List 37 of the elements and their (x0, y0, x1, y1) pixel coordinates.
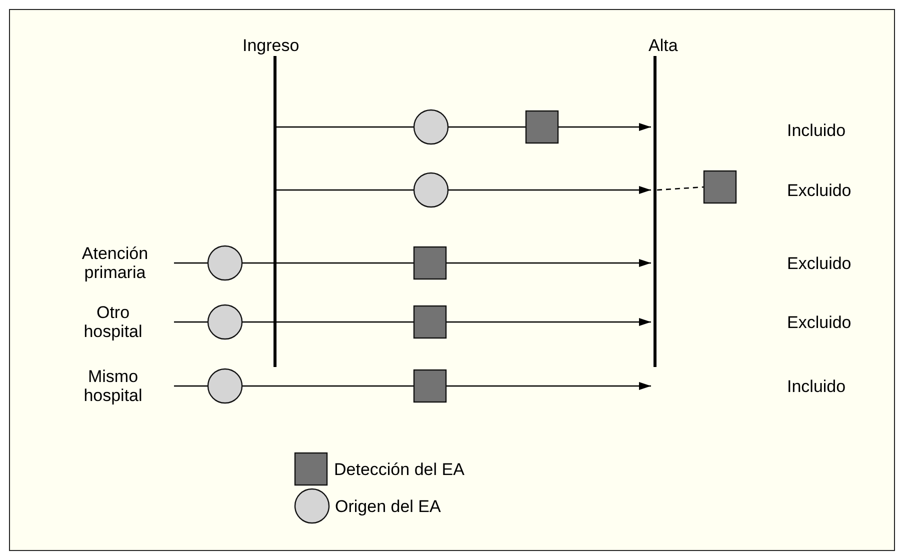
origin-circle (413, 109, 449, 145)
outcome-label: Incluido (787, 120, 846, 140)
timeline-line (448, 126, 526, 128)
timeline-line (242, 321, 414, 323)
timeline-line (174, 262, 208, 264)
outcome-label: Excluido (787, 254, 852, 272)
timeline-line (174, 321, 208, 323)
timeline-line (174, 385, 208, 387)
timeline-line (242, 385, 414, 387)
timeline-line (275, 126, 414, 128)
origin-label: Mismo hospital (82, 367, 144, 405)
detection-square (703, 170, 737, 204)
outcome-label: Incluido (787, 376, 846, 396)
detection-square (413, 305, 447, 339)
origin-circle (207, 368, 243, 404)
origin-circle (207, 245, 243, 281)
timeline-arrow (448, 186, 651, 194)
timeline-arrow (446, 259, 651, 267)
timeline-line (242, 262, 414, 264)
detection-square (413, 369, 447, 403)
origin-circle (207, 304, 243, 340)
timeline-arrow (446, 382, 651, 390)
legend-label: Detección del EA (334, 460, 464, 478)
outcome-label: Excluido (787, 180, 852, 200)
detection-square (413, 246, 447, 280)
dashed-line (656, 186, 704, 191)
timeline-arrow (446, 318, 651, 326)
timeline-heading: Alta (648, 36, 678, 54)
timeline-arrow (558, 123, 651, 131)
timeline-line (275, 189, 414, 191)
timeline-heading: Ingreso (242, 36, 300, 54)
legend-label: Origen del EA (335, 496, 441, 516)
origin-circle (413, 172, 449, 208)
outcome-label: Excluido (787, 312, 852, 332)
origin-label: Atención primaria (80, 244, 150, 282)
detection-square (525, 110, 559, 144)
origin-label: Otro hospital (82, 303, 144, 341)
